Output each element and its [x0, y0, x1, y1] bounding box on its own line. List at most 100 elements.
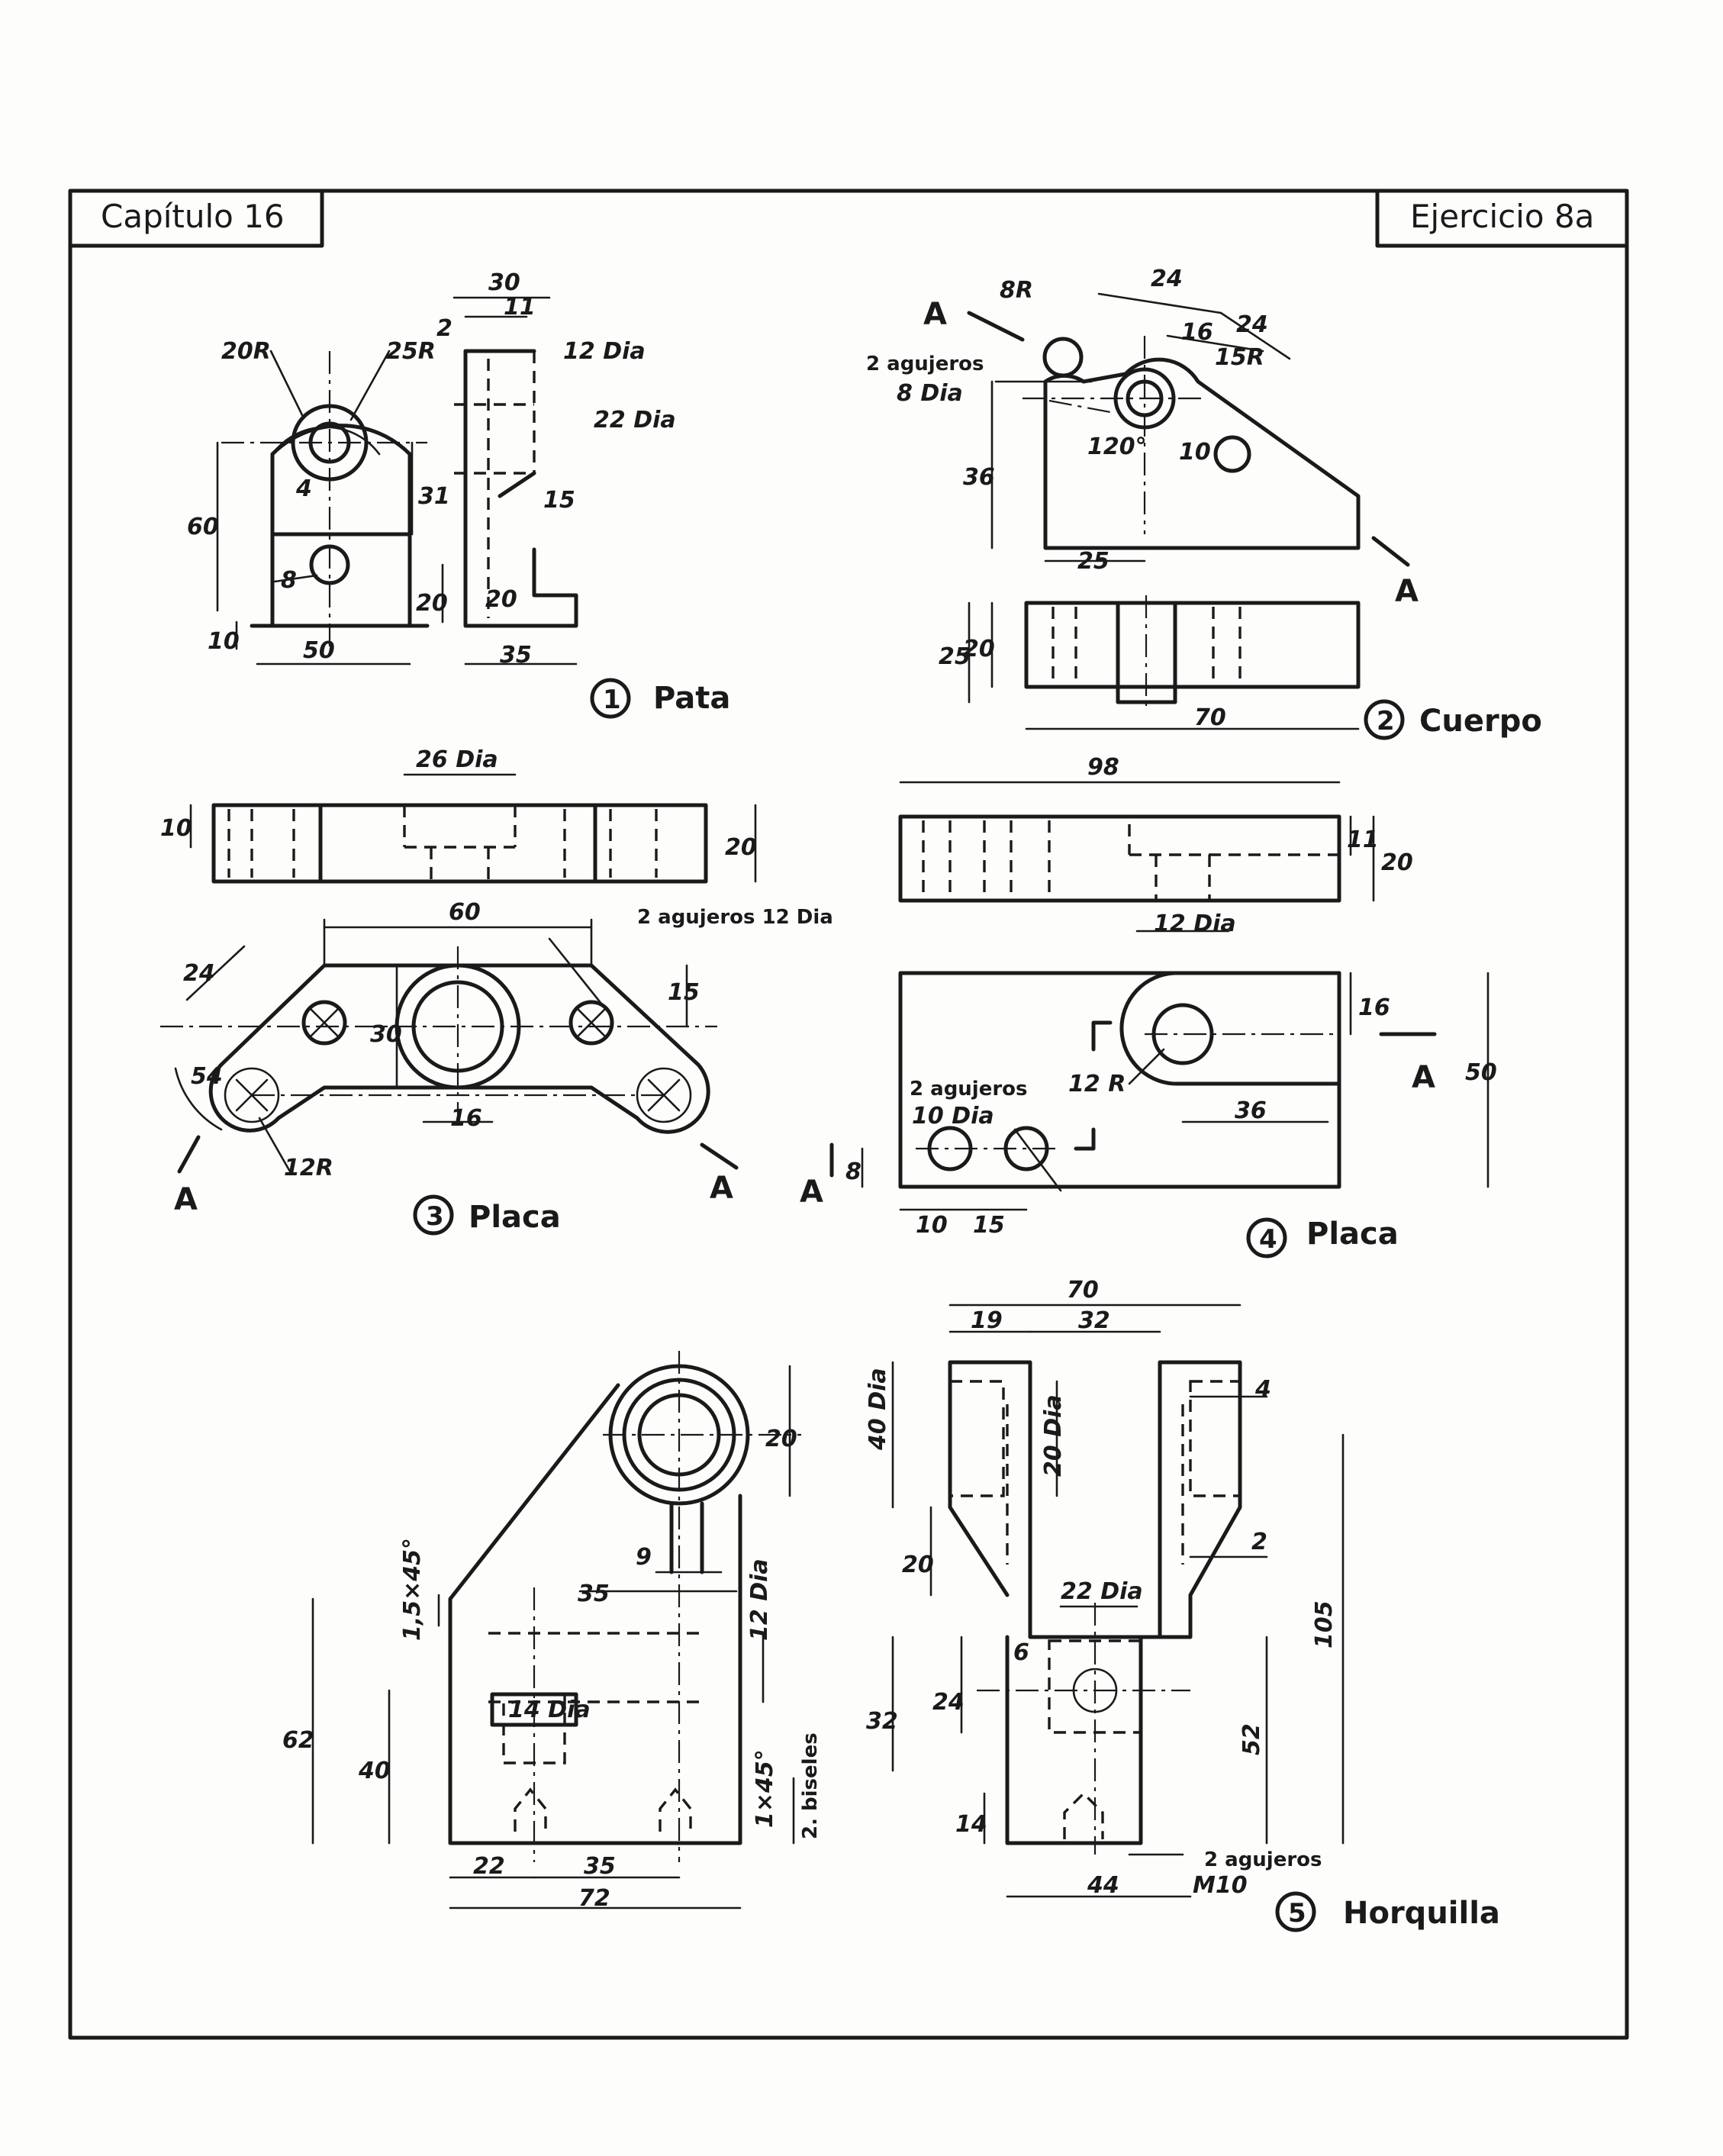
note-placa4-holes: 2 agujeros: [910, 1078, 1028, 1101]
dim-placa4-16: 16: [1358, 994, 1390, 1021]
dim-pata-35: 35: [500, 642, 532, 669]
dim-horq-r-20: 20: [902, 1552, 934, 1578]
dim-horq-r-40dia: 40 Dia: [865, 1368, 891, 1451]
note-placa3-holes: 2 agujeros 12 Dia: [637, 906, 833, 929]
dim-horq-r-22dia: 22 Dia: [1061, 1578, 1143, 1605]
part-1-pata: 20R 25R 4 8 60 10 50 30 11 2 12 Dia 22 D…: [187, 269, 730, 719]
section-mark-cuerpo-top: A: [923, 297, 947, 332]
dim-cuerpo-36: 36: [963, 464, 995, 491]
dim-pata-4: 4: [295, 475, 312, 502]
dim-horq-l-35b: 35: [584, 1853, 616, 1880]
dim-placa4-36: 36: [1235, 1097, 1267, 1124]
part-5-horquilla-left-view: 20 9 1,5×45° 35 12 Dia 14 Dia 62 40 1×45…: [282, 1351, 822, 1912]
dim-pata-20b: 20: [485, 586, 517, 613]
dim-placa3-54: 54: [191, 1063, 223, 1090]
dim-placa4-11: 11: [1347, 827, 1379, 853]
dim-pata-30: 30: [488, 269, 520, 296]
part-5-horquilla-right-view: 70 19 32 40 Dia 20 Dia 4 20 2 22 Dia 6 3…: [865, 1277, 1500, 1932]
dim-pata-20a: 20: [416, 590, 448, 617]
dim-cuerpo-24a: 24: [1151, 266, 1183, 292]
section-mark-placa3-right: A: [710, 1171, 733, 1206]
part-2-name: Cuerpo: [1419, 704, 1542, 739]
dim-pata-31: 31: [418, 483, 450, 510]
dim-placa4-12dia: 12 Dia: [1154, 910, 1236, 937]
dim-cuerpo-25a: 25: [1077, 548, 1109, 575]
dim-cuerpo-24b: 24: [1236, 311, 1268, 338]
part-3-placa: 26 Dia 10 20 60 24 54 30 15 16: [160, 746, 833, 1236]
dim-placa3-12r: 12R: [284, 1155, 333, 1181]
dim-placa3-24: 24: [183, 960, 215, 987]
dim-horq-l-chamfer: 1,5×45°: [399, 1538, 426, 1641]
dim-placa4-15: 15: [973, 1212, 1005, 1239]
section-mark-placa3-left: A: [174, 1182, 198, 1217]
dim-horq-l-1x45: 1×45°: [752, 1749, 778, 1828]
dim-pata-10: 10: [208, 628, 240, 655]
dim-horq-l-40: 40: [358, 1758, 391, 1784]
note-horq-r-m10: M10: [1193, 1872, 1248, 1899]
exercise-box: [1375, 189, 1629, 248]
dim-placa3-60: 60: [449, 899, 481, 926]
dim-horq-r-20dia: 20 Dia: [1040, 1394, 1067, 1477]
note-horq-l-biseles: 2. biseles: [799, 1732, 822, 1839]
dim-cuerpo-15r: 15R: [1215, 344, 1264, 371]
dim-cuerpo-120deg: 120°: [1087, 433, 1147, 460]
dim-pata-25r: 25R: [386, 338, 436, 365]
dim-horq-l-35a: 35: [578, 1581, 610, 1607]
dim-horq-r-14: 14: [955, 1811, 987, 1838]
part-5-number-circle: [1275, 1891, 1316, 1932]
dim-pata-12dia: 12 Dia: [563, 338, 646, 365]
dim-pata-20r: 20R: [221, 338, 271, 365]
dim-placa4-98: 98: [1087, 754, 1119, 781]
part-3-name: Placa: [469, 1200, 561, 1235]
note-placa4-dia: 10 Dia: [912, 1103, 994, 1130]
dim-horq-r-32a: 32: [1078, 1307, 1110, 1334]
note-cuerpo-holes: 2 agujeros: [866, 353, 984, 375]
dim-cuerpo-25b: 25: [939, 643, 971, 670]
dim-horq-l-20: 20: [765, 1426, 797, 1452]
dim-horq-l-12dia: 12 Dia: [746, 1558, 773, 1641]
exercise-label: Ejercicio 8a: [1410, 198, 1594, 235]
dim-cuerpo-8r: 8R: [1000, 277, 1033, 304]
part-4-name: Placa: [1306, 1217, 1399, 1252]
dim-horq-r-19: 19: [971, 1307, 1003, 1334]
part-5-name: Horquilla: [1343, 1896, 1500, 1931]
dim-horq-r-4: 4: [1254, 1376, 1271, 1403]
dim-horq-r-24: 24: [932, 1689, 965, 1716]
part-5-number: 5: [1288, 1898, 1306, 1929]
dim-pata-22dia: 22 Dia: [594, 407, 676, 433]
part-4-number: 4: [1259, 1224, 1277, 1255]
dim-horq-r-2: 2: [1251, 1529, 1267, 1555]
section-mark-placa4-left: A: [800, 1175, 823, 1210]
dim-pata-15: 15: [543, 487, 575, 514]
dim-horq-l-62: 62: [282, 1727, 314, 1754]
dim-cuerpo-20: 20: [963, 636, 995, 662]
part-4-number-circle: [1246, 1217, 1287, 1258]
dim-pata-2: 2: [436, 315, 452, 342]
chapter-box: [68, 189, 324, 248]
note-horq-r-holes: 2 agujeros: [1204, 1848, 1322, 1871]
section-mark-cuerpo-bottom: A: [1395, 574, 1419, 609]
dim-horq-l-14dia: 14 Dia: [508, 1697, 591, 1723]
part-1-number-circle: [590, 678, 631, 719]
part-3-number-circle: [413, 1194, 454, 1236]
dim-horq-r-44: 44: [1087, 1872, 1119, 1899]
dim-horq-l-72: 72: [578, 1885, 610, 1912]
dim-pata-60: 60: [187, 514, 219, 540]
dim-placa4-50: 50: [1465, 1059, 1497, 1086]
dim-horq-r-52: 52: [1238, 1723, 1265, 1755]
dim-placa3-10: 10: [160, 815, 192, 842]
dim-pata-8: 8: [281, 567, 297, 594]
dim-horq-r-6: 6: [1013, 1639, 1029, 1666]
dim-horq-l-22: 22: [473, 1853, 505, 1880]
dim-horq-r-32b: 32: [866, 1708, 898, 1735]
part-3-number: 3: [426, 1201, 444, 1232]
dim-horq-l-9: 9: [636, 1544, 652, 1571]
dim-horq-r-105: 105: [1311, 1600, 1338, 1648]
dim-cuerpo-70: 70: [1194, 704, 1226, 731]
chapter-label: Capítulo 16: [101, 198, 285, 235]
dim-placa3-30: 30: [370, 1021, 402, 1048]
dim-horq-r-70: 70: [1067, 1277, 1099, 1304]
dim-placa3-15: 15: [668, 979, 700, 1006]
